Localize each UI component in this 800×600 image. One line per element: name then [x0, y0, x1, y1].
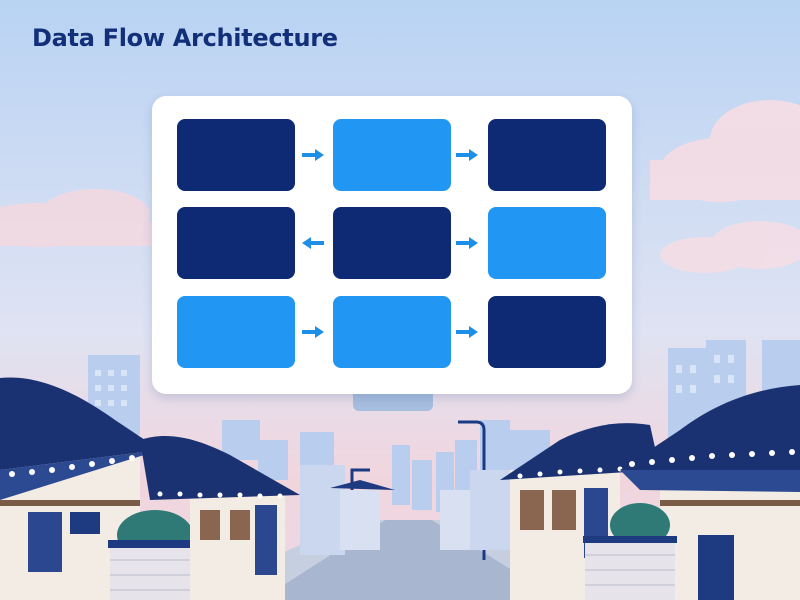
- flow-node-r1-c1: [177, 119, 295, 191]
- diagram-board: [152, 96, 632, 394]
- flow-node-r1-c3: [488, 119, 606, 191]
- arrow-left-icon: [302, 237, 324, 249]
- board-stand: [353, 392, 433, 411]
- hanok-right: [583, 385, 800, 600]
- arrow-right-icon: [456, 237, 478, 249]
- road: [260, 520, 560, 600]
- flow-node-r3-c2: [333, 296, 451, 368]
- cloud-left: [0, 189, 160, 247]
- skyline-windows: [95, 355, 734, 406]
- arrow-right-icon: [302, 326, 324, 338]
- arrow-right-icon: [302, 149, 324, 161]
- hanok-left-second: [140, 435, 300, 600]
- page-title: Data Flow Architecture: [32, 24, 338, 52]
- arrow-right-icon: [456, 326, 478, 338]
- cloud-right: [650, 100, 800, 202]
- mid-buildings-left: [300, 465, 395, 555]
- flow-node-r3-c1: [177, 296, 295, 368]
- flow-node-r2-c3: [488, 207, 606, 279]
- flow-node-r2-c2: [333, 207, 451, 279]
- flow-node-r1-c2: [333, 119, 451, 191]
- mid-buildings-right: [440, 470, 510, 550]
- flow-node-r2-c1: [177, 207, 295, 279]
- arrow-right-icon: [456, 149, 478, 161]
- cloud-right-low: [660, 221, 800, 273]
- street-lamp-right: [458, 420, 486, 560]
- flow-node-r3-c3: [488, 296, 606, 368]
